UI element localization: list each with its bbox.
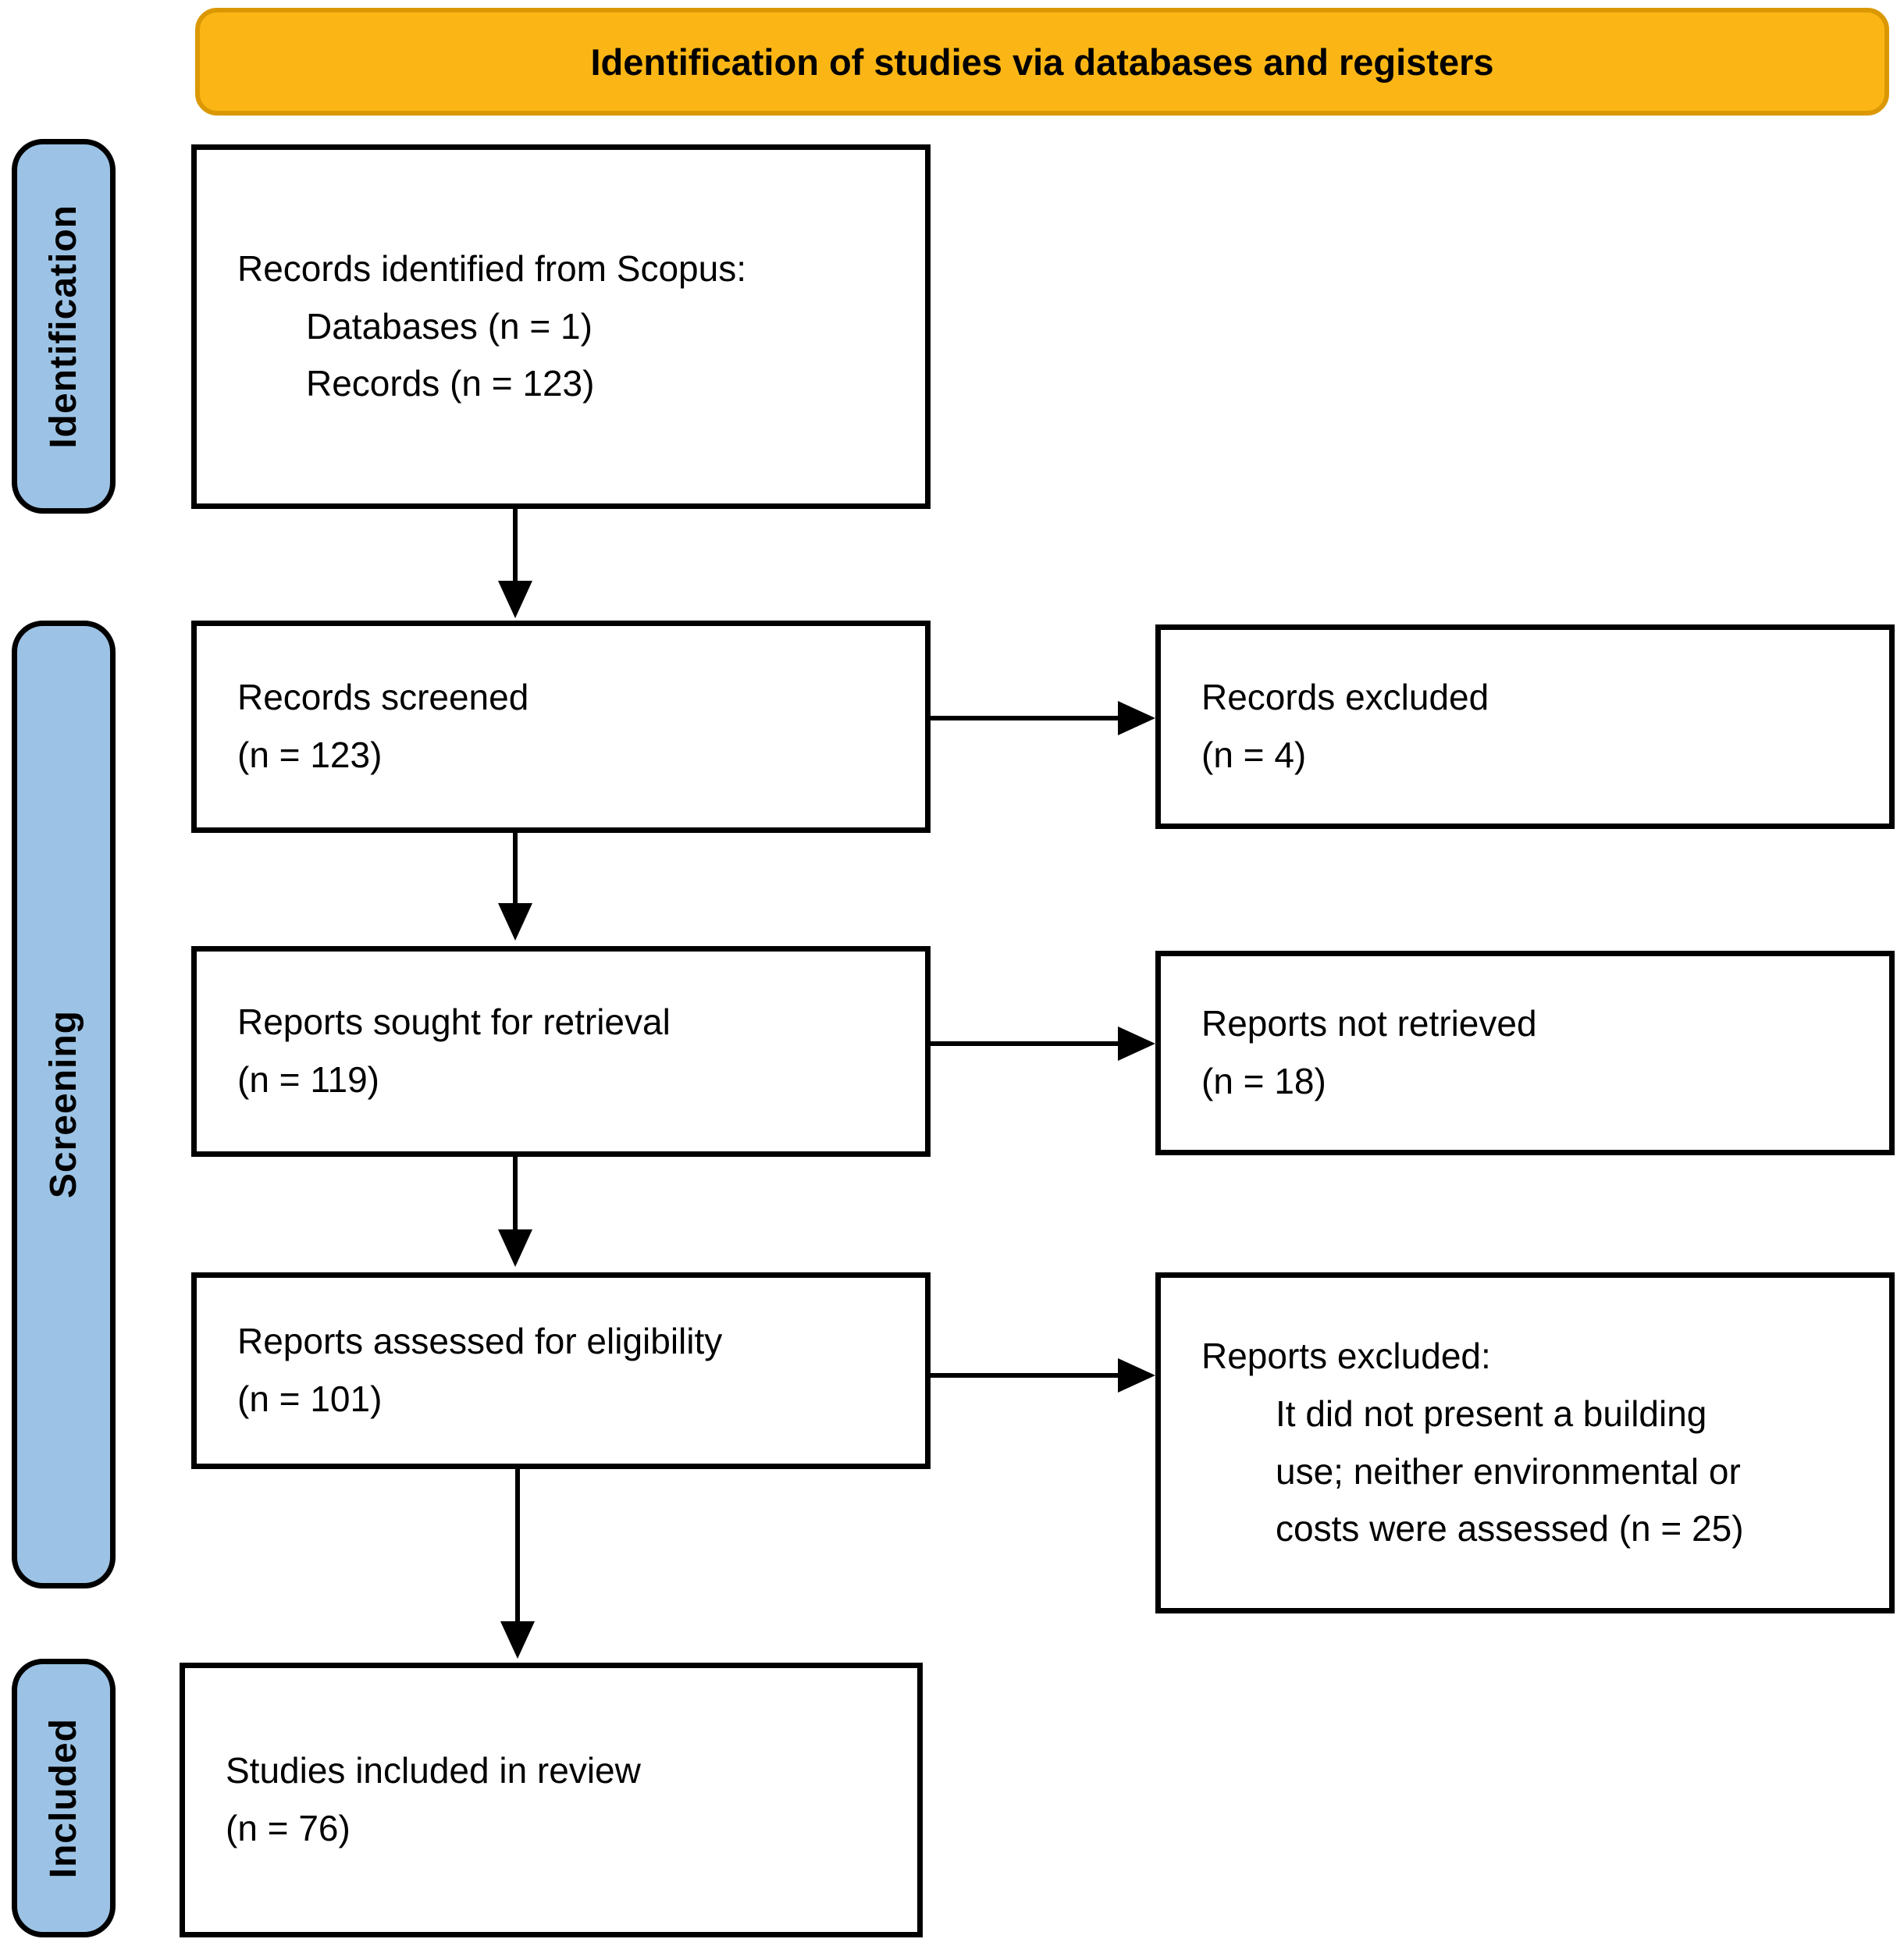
box-reports-sought-line: Reports sought for retrieval: [237, 1001, 671, 1043]
box-reports-not-retrieved: Reports not retrieved (n = 18): [1155, 951, 1895, 1155]
box-studies-included: Studies included in review (n = 76): [180, 1663, 923, 1937]
box-reports-excluded-reason-2: use; neither environmental or: [1276, 1450, 1741, 1492]
arrow-screened-to-sought-head-icon: [498, 903, 532, 941]
box-records-identified-line: Records identified from Scopus:: [237, 248, 746, 290]
arrow-screened-to-excluded-head-icon: [1118, 701, 1155, 735]
box-records-screened-count: (n = 123): [237, 735, 383, 775]
side-label-screening: Screening: [12, 621, 116, 1588]
box-reports-sought: Reports sought for retrieval (n = 119): [191, 946, 931, 1157]
arrow-screened-to-excluded-stem: [931, 716, 1118, 720]
box-records-excluded: Records excluded (n = 4): [1155, 624, 1895, 829]
arrow-assessed-to-included-head-icon: [500, 1621, 535, 1659]
box-records-excluded-count: (n = 4): [1201, 735, 1307, 775]
arrow-identified-to-screened-head-icon: [498, 581, 532, 618]
box-reports-assessed-count: (n = 101): [237, 1379, 383, 1419]
arrow-sought-to-not-retrieved-head-icon: [1118, 1026, 1155, 1061]
side-label-screening-text: Screening: [43, 1010, 84, 1199]
box-records-screened: Records screened (n = 123): [191, 621, 931, 833]
arrow-identified-to-screened-stem: [513, 509, 518, 581]
box-records-identified: Records identified from Scopus: Database…: [191, 144, 931, 509]
arrow-assessed-to-included-stem: [515, 1469, 520, 1621]
arrow-screened-to-sought-stem: [513, 833, 518, 903]
box-reports-assessed-line: Reports assessed for eligibility: [237, 1321, 723, 1362]
banner-title: Identification of studies via databases …: [590, 41, 1494, 83]
box-records-excluded-line: Records excluded: [1201, 677, 1489, 718]
box-reports-excluded: Reports excluded: It did not present a b…: [1155, 1272, 1895, 1613]
box-records-identified-databases: Databases (n = 1): [306, 305, 593, 347]
side-label-included-text: Included: [43, 1717, 84, 1879]
arrow-sought-to-assessed-head-icon: [498, 1229, 532, 1267]
banner: Identification of studies via databases …: [195, 8, 1889, 116]
box-studies-included-count: (n = 76): [226, 1808, 351, 1848]
box-records-screened-line: Records screened: [237, 677, 529, 718]
box-reports-excluded-line: Reports excluded:: [1201, 1336, 1491, 1377]
side-label-identification: Identification: [12, 139, 116, 514]
box-reports-not-retrieved-line: Reports not retrieved: [1201, 1003, 1537, 1044]
box-studies-included-line: Studies included in review: [226, 1750, 641, 1791]
side-label-included: Included: [12, 1659, 116, 1937]
arrow-sought-to-not-retrieved-stem: [931, 1041, 1118, 1046]
side-label-identification-text: Identification: [43, 204, 84, 449]
box-records-identified-records: Records (n = 123): [306, 363, 595, 404]
arrow-assessed-to-reports-excluded-stem: [931, 1373, 1118, 1378]
box-reports-excluded-reason-3: costs were assessed (n = 25): [1276, 1508, 1744, 1549]
arrow-assessed-to-reports-excluded-head-icon: [1118, 1358, 1155, 1393]
box-reports-assessed: Reports assessed for eligibility (n = 10…: [191, 1272, 931, 1469]
box-reports-excluded-reason-1: It did not present a building: [1276, 1393, 1707, 1434]
box-reports-sought-count: (n = 119): [237, 1059, 379, 1100]
box-reports-not-retrieved-count: (n = 18): [1201, 1061, 1326, 1101]
arrow-sought-to-assessed-stem: [513, 1157, 518, 1229]
